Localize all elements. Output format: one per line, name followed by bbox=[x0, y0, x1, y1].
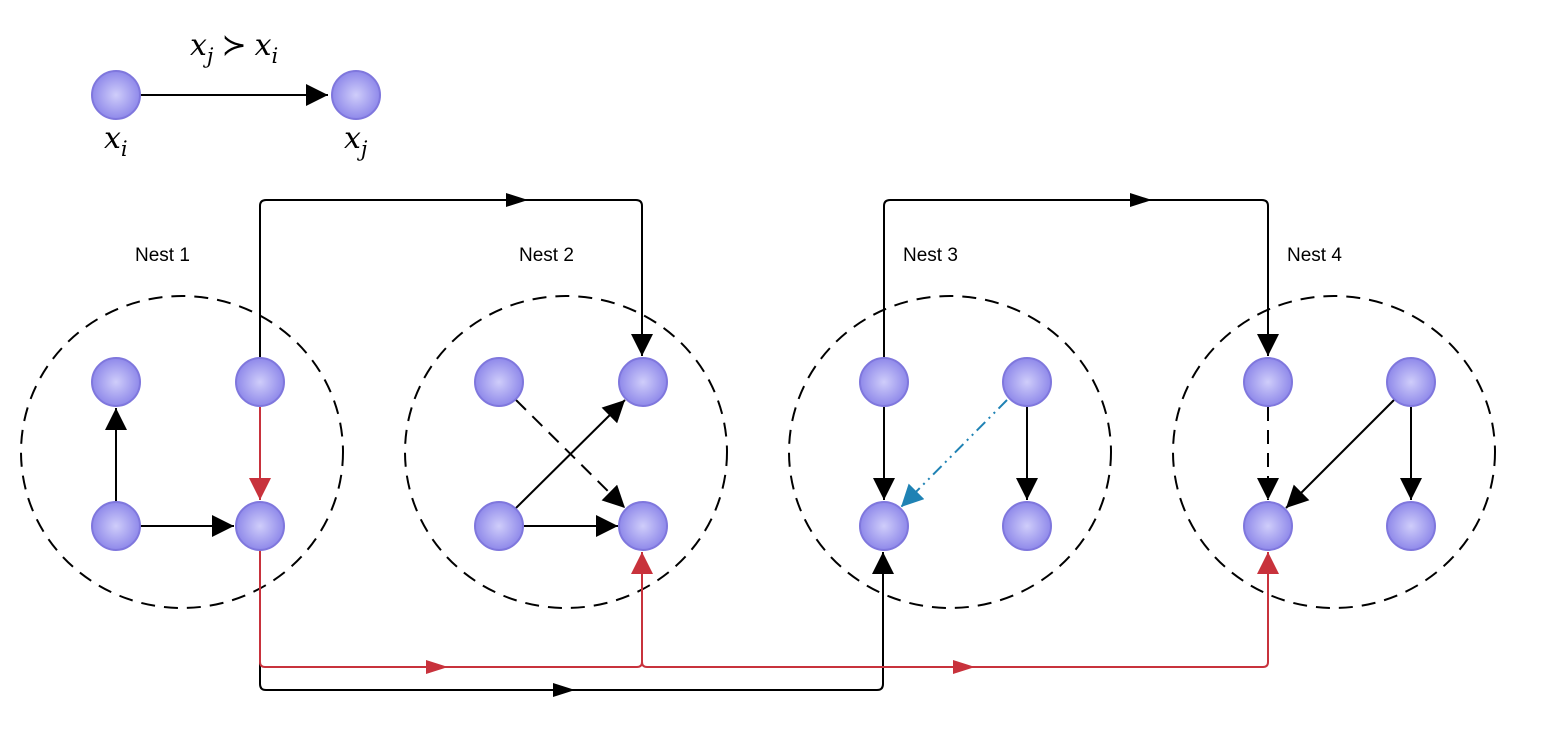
nest-4-node-top-left bbox=[1243, 357, 1293, 407]
nest-3-node-bottom-right bbox=[1002, 501, 1052, 551]
edge-n3tl-n4tl bbox=[883, 199, 1279, 358]
nest-4-node-top-right bbox=[1386, 357, 1436, 407]
edge-n1br-n3bl-mid-arrow bbox=[553, 683, 575, 697]
legend-label-xi: xi bbox=[104, 121, 128, 161]
edge-n1br-n2br-mid-arrow bbox=[426, 660, 448, 674]
nest-2-node-bottom-left bbox=[474, 501, 524, 551]
edge-n4-tr-bl bbox=[1285, 399, 1395, 509]
legend-node-xi bbox=[91, 70, 141, 120]
legend-relation: xj≻xi bbox=[190, 28, 278, 68]
nest-3-boundary bbox=[788, 295, 1112, 609]
legend: xj≻xi xi xj bbox=[91, 28, 381, 161]
legend-label-xj: xj bbox=[344, 121, 368, 161]
nest-4-label: Nest 4 bbox=[1287, 245, 1342, 266]
nest-2-node-bottom-right bbox=[618, 501, 668, 551]
nest-1-node-bottom-left bbox=[91, 501, 141, 551]
edge-n2br-n4bl-mid-arrow bbox=[953, 660, 975, 674]
nest-1-node-top-right bbox=[235, 357, 285, 407]
edge-n1br-n2br bbox=[259, 550, 653, 668]
edge-n1br-n3bl bbox=[259, 550, 894, 691]
nest-2-node-top-left bbox=[474, 357, 524, 407]
nest-3-node-bottom-left bbox=[859, 501, 909, 551]
nest-2-boundary bbox=[404, 295, 728, 609]
edge-n3tl-n4tl-mid-arrow bbox=[1130, 193, 1152, 207]
nest-3-label: Nest 3 bbox=[903, 245, 958, 266]
edge-n2-bl-tr bbox=[515, 399, 626, 509]
nest-1-label: Nest 1 bbox=[135, 245, 190, 266]
nest-1-node-top-left bbox=[91, 357, 141, 407]
edge-n1tr-n2tr-mid-arrow bbox=[506, 193, 528, 207]
edge-n1tr-n2tr bbox=[259, 199, 653, 358]
nest-3-node-top-right bbox=[1002, 357, 1052, 407]
legend-node-xj bbox=[331, 70, 381, 120]
nest-4-node-bottom-right bbox=[1386, 501, 1436, 551]
nest-4-node-bottom-left bbox=[1243, 501, 1293, 551]
nest-1-node-bottom-right bbox=[235, 501, 285, 551]
nest-2-node-top-right bbox=[618, 357, 668, 407]
edge-n2br-n4bl bbox=[641, 552, 1279, 668]
nest-3-node-top-left bbox=[859, 357, 909, 407]
nest-1-boundary bbox=[20, 295, 344, 609]
edge-n3-tr-bl bbox=[900, 399, 1008, 508]
nest-2-label: Nest 2 bbox=[519, 245, 574, 266]
nest-4-boundary bbox=[1172, 295, 1496, 609]
